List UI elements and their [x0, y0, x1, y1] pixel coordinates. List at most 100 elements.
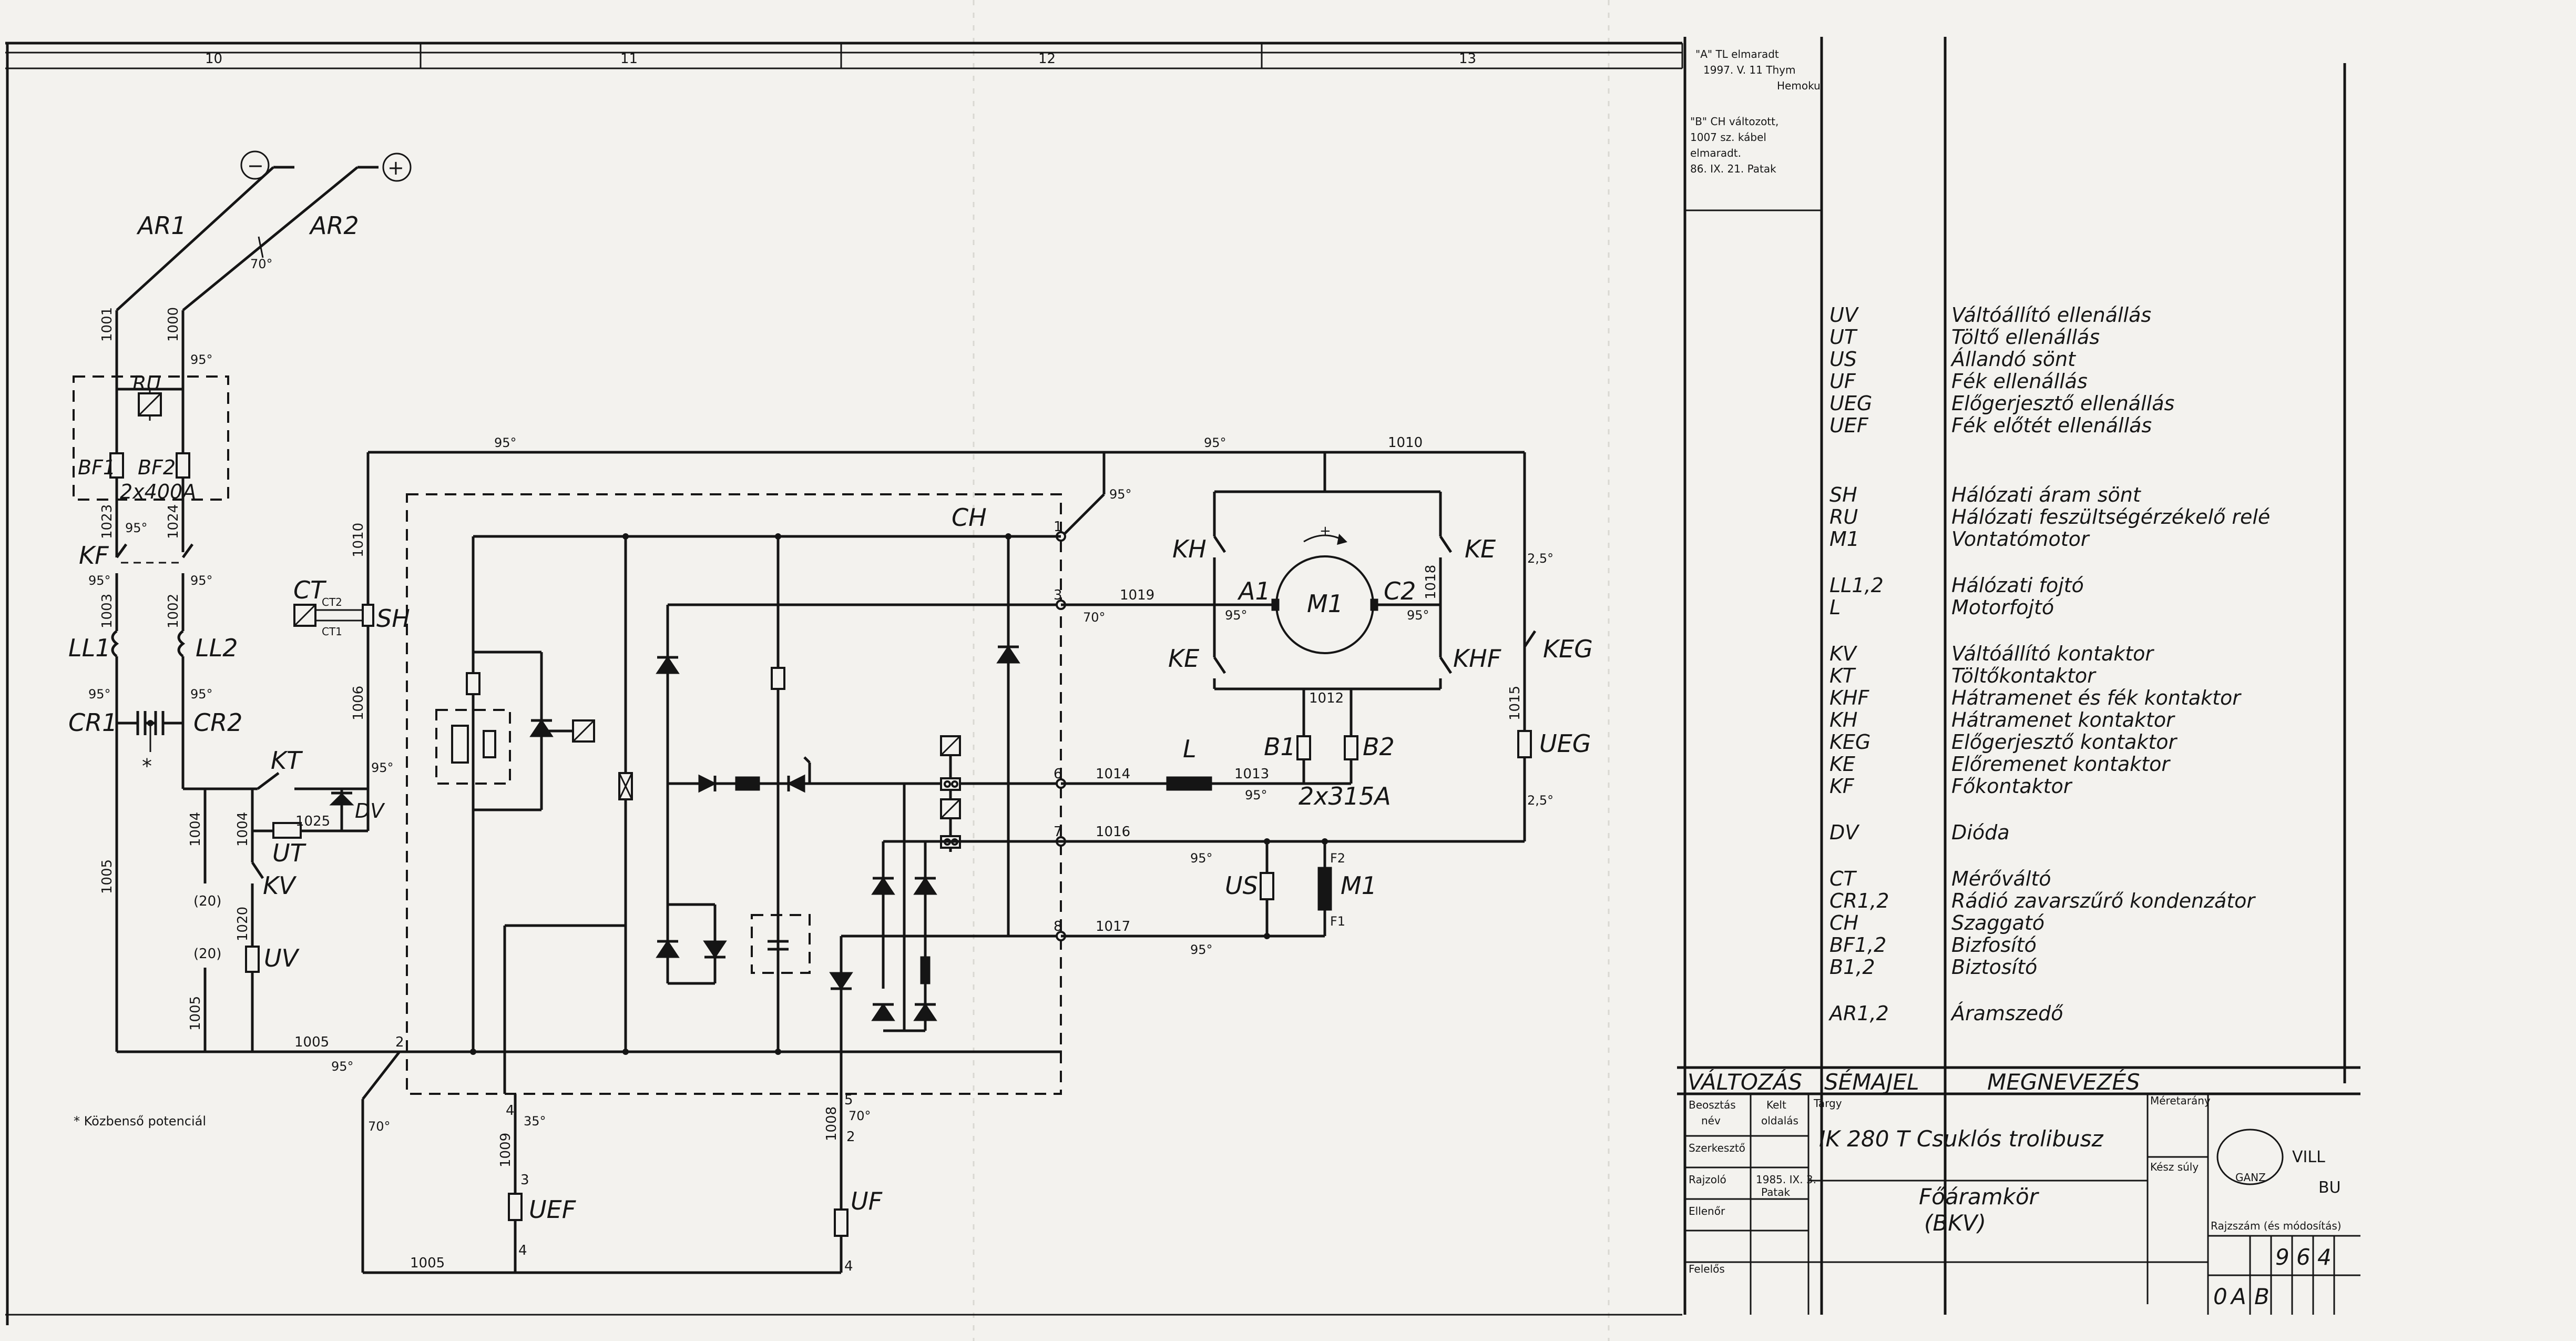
svg-text:CT1: CT1	[322, 625, 342, 638]
svg-text:95°: 95°	[494, 435, 517, 450]
svg-text:1012: 1012	[1309, 690, 1344, 706]
svg-text:1001: 1001	[99, 307, 115, 342]
svg-text:4: 4	[506, 1103, 515, 1119]
svg-text:Hátramenet kontaktor: Hátramenet kontaktor	[1951, 708, 2175, 732]
svg-text:*: *	[142, 755, 152, 778]
shunt-us	[1260, 872, 1274, 900]
svg-text:95°: 95°	[1225, 608, 1248, 623]
svg-text:7: 7	[1054, 824, 1062, 840]
svg-text:KT: KT	[1829, 664, 1856, 687]
shunt-sh	[362, 604, 374, 627]
svg-text:GANZ: GANZ	[2235, 1171, 2266, 1184]
svg-text:Állandó sönt: Állandó sönt	[1950, 348, 2077, 371]
svg-text:KHF: KHF	[1453, 644, 1501, 673]
legend-row: L Motorfojtó	[1829, 596, 2054, 619]
svg-text:B: B	[2254, 1284, 2270, 1309]
svg-text:Méretarány: Méretarány	[2150, 1094, 2211, 1107]
svg-text:KH: KH	[1829, 708, 1858, 732]
title-block: VÁLTOZÁS SÉMAJEL MEGNEVEZÉS Beosztás név…	[1677, 1066, 2360, 1315]
svg-text:1005: 1005	[294, 1034, 329, 1050]
svg-text:5: 5	[844, 1092, 853, 1108]
svg-text:KE: KE	[1168, 644, 1199, 673]
svg-text:VILL: VILL	[2292, 1148, 2325, 1166]
svg-text:Szaggató: Szaggató	[1951, 911, 2045, 934]
svg-text:1005: 1005	[188, 996, 203, 1031]
resistor-uf	[834, 1208, 849, 1237]
svg-text:Motorfojtó: Motorfojtó	[1951, 596, 2054, 619]
svg-text:"A" TL elmaradt: "A" TL elmaradt	[1695, 48, 1779, 60]
svg-text:Áramszedő: Áramszedő	[1950, 1002, 2063, 1025]
svg-text:LL1,2: LL1,2	[1829, 574, 1884, 597]
svg-text:L: L	[1829, 596, 1841, 619]
svg-text:UV: UV	[1829, 303, 1859, 327]
svg-text:95°: 95°	[1190, 942, 1213, 957]
svg-text:9: 9	[2275, 1244, 2289, 1270]
svg-text:UV: UV	[264, 944, 300, 972]
svg-text:UEF: UEF	[1829, 414, 1869, 437]
svg-text:95°: 95°	[1190, 851, 1213, 866]
svg-text:Biztosító: Biztosító	[1951, 956, 2037, 979]
svg-text:Kész súly: Kész súly	[2150, 1161, 2199, 1173]
svg-text:Előgerjesztő kontaktor: Előgerjesztő kontaktor	[1951, 730, 2178, 754]
svg-text:1: 1	[1054, 519, 1062, 535]
svg-text:(20): (20)	[193, 893, 221, 909]
capacitor-cr1-label: CR1	[68, 708, 117, 737]
motor-section: UEG 1015 KEG 2,5° 2,5° KH KE KE KHF 1012…	[1061, 452, 1593, 957]
svg-text:M1: M1	[1341, 871, 1377, 900]
shunt-sh-label: SH	[376, 604, 410, 633]
svg-text:1004: 1004	[235, 812, 251, 847]
svg-text:CR1,2: CR1,2	[1829, 889, 1889, 912]
svg-text:6: 6	[1054, 766, 1062, 782]
svg-text:95°: 95°	[1204, 435, 1226, 450]
svg-text:Hemoku: Hemoku	[1777, 79, 1821, 92]
fuse-bf2	[176, 452, 190, 479]
resistor-ueg	[1517, 730, 1532, 758]
pantograph-section: − + AR1 AR2 70° 1001 1000 95° RU BF1 BF2…	[68, 150, 412, 789]
svg-text:70°: 70°	[1083, 610, 1106, 625]
svg-text:70°: 70°	[250, 257, 273, 271]
svg-text:A: A	[2230, 1284, 2246, 1309]
legend-row: CR1,2 Rádió zavarszűrő kondenzátor	[1829, 889, 2256, 912]
svg-text:4: 4	[518, 1243, 527, 1258]
resistor-uv	[245, 946, 260, 973]
svg-text:1997. V. 11 Thym: 1997. V. 11 Thym	[1703, 64, 1795, 76]
svg-text:BF1,2: BF1,2	[1829, 933, 1886, 957]
svg-text:1006: 1006	[351, 686, 366, 720]
svg-text:95°: 95°	[125, 521, 148, 535]
svg-text:95°: 95°	[88, 573, 111, 588]
svg-text:1003: 1003	[99, 594, 115, 628]
choke-ll2	[177, 630, 186, 657]
svg-text:95°: 95°	[190, 352, 213, 367]
svg-text:Felelős: Felelős	[1689, 1263, 1725, 1275]
svg-text:Tárgy: Tárgy	[1813, 1097, 1842, 1110]
svg-text:Hálózati áram sönt: Hálózati áram sönt	[1951, 483, 2142, 506]
svg-text:70°: 70°	[368, 1119, 391, 1134]
drawing-number-grid: 9 6 4 0 A B	[2208, 1235, 2360, 1315]
svg-text:F1: F1	[1330, 914, 1345, 929]
svg-text:1002: 1002	[166, 594, 181, 628]
svg-text:C2: C2	[1384, 577, 1416, 605]
svg-text:Ellenőr: Ellenőr	[1689, 1205, 1725, 1217]
svg-text:0: 0	[2213, 1284, 2227, 1309]
svg-text:95°: 95°	[1407, 608, 1429, 623]
col-10: 10	[205, 51, 222, 67]
col-11: 11	[620, 51, 638, 67]
svg-text:Hálózati feszültségérzékelő re: Hálózati feszültségérzékelő relé	[1951, 505, 2270, 529]
choke-ll1	[111, 630, 119, 657]
svg-text:Rádió zavarszűrő kondenzátor: Rádió zavarszűrő kondenzátor	[1951, 889, 2256, 912]
svg-text:1013: 1013	[1234, 766, 1269, 782]
col-12: 12	[1038, 51, 1056, 67]
svg-text:1008: 1008	[824, 1106, 840, 1141]
svg-text:elmaradt.: elmaradt.	[1690, 147, 1741, 159]
svg-text:BU: BU	[2318, 1179, 2341, 1197]
